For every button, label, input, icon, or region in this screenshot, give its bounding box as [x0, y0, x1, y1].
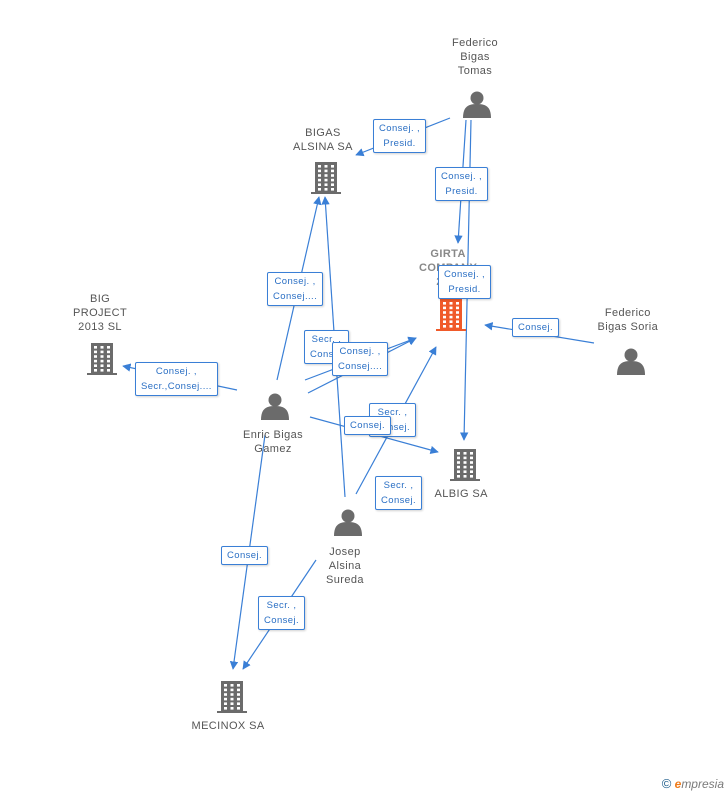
node-label-federico-bigas-tomas[interactable]: Federico Bigas Tomas — [452, 37, 498, 77]
person-icon[interactable] — [261, 393, 289, 421]
node-label-albig-sa[interactable]: ALBIG SA — [434, 488, 488, 500]
person-icon[interactable] — [617, 348, 645, 376]
relationship-label[interactable]: Consej. , Presid. — [373, 119, 427, 153]
brand-name: empresia — [674, 777, 724, 791]
empresia-watermark: © empresia — [662, 776, 724, 791]
node-josep-alsina-sureda[interactable] — [334, 509, 362, 537]
relationship-label[interactable]: Consej. , Consej.... — [267, 272, 324, 306]
relationship-label[interactable]: Consej. — [512, 318, 560, 337]
node-label-josep-alsina-sureda[interactable]: Josep Alsina Sureda — [326, 546, 364, 586]
node-big-project-2013-sl[interactable] — [87, 343, 117, 375]
node-label-federico-bigas-soria[interactable]: Federico Bigas Soria — [597, 307, 659, 333]
building-icon[interactable] — [436, 299, 466, 331]
node-enric-bigas-gamez[interactable] — [261, 393, 289, 421]
relationship-label[interactable]: Consej. — [221, 546, 269, 565]
relationship-label[interactable]: Consej. , Consej.... — [332, 342, 389, 376]
node-label-enric-bigas-gamez[interactable]: Enric Bigas Gamez — [243, 429, 304, 455]
node-bigas-alsina-sa[interactable] — [311, 162, 341, 194]
building-icon[interactable] — [311, 162, 341, 194]
copyright-icon: © — [661, 776, 672, 791]
building-icon[interactable] — [450, 449, 480, 481]
building-icon[interactable] — [217, 681, 247, 713]
node-label-mecinox-sa[interactable]: MECINOX SA — [191, 720, 265, 732]
nodes-layer — [87, 91, 645, 713]
person-icon[interactable] — [334, 509, 362, 537]
node-mecinox-sa[interactable] — [217, 681, 247, 713]
relationship-label[interactable]: Consej. , Presid. — [435, 167, 489, 201]
person-icon[interactable] — [463, 91, 491, 119]
node-albig-sa[interactable] — [450, 449, 480, 481]
relationship-label[interactable]: Consej. , Secr.,Consej.... — [135, 362, 218, 396]
relationship-label[interactable]: Secr. , Consej. — [258, 596, 306, 630]
node-label-big-project-2013-sl[interactable]: BIG PROJECT 2013 SL — [73, 293, 128, 333]
relationship-label[interactable]: Consej. — [344, 416, 392, 435]
node-federico-bigas-tomas[interactable] — [463, 91, 491, 119]
building-icon[interactable] — [87, 343, 117, 375]
node-label-bigas-alsina-sa[interactable]: BIGAS ALSINA SA — [293, 127, 353, 153]
relationship-label[interactable]: Secr. , Consej. — [375, 476, 423, 510]
node-federico-bigas-soria[interactable] — [617, 348, 645, 376]
node-girta-company[interactable] — [436, 299, 466, 331]
relationship-label[interactable]: Consej. , Presid. — [438, 265, 492, 299]
